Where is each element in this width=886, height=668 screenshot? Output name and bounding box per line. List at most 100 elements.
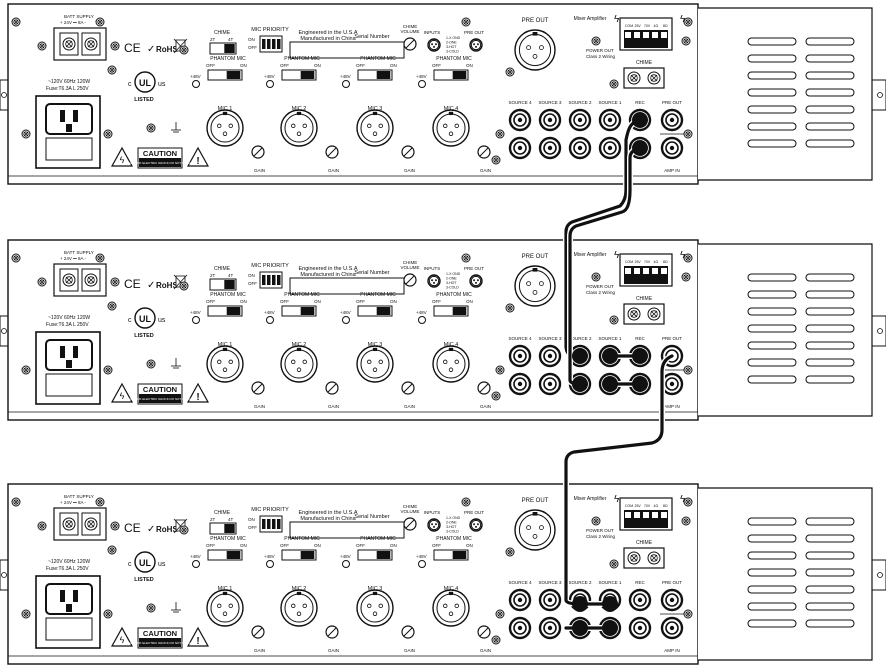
- phantom-switch: [281, 549, 317, 561]
- vent-slot: [805, 517, 855, 526]
- dip-switch: [262, 275, 266, 285]
- phantom-on-label: ON: [240, 299, 247, 304]
- terminal-label: COM: [625, 260, 633, 264]
- phantom-led-icon: [342, 80, 350, 88]
- phantom-on-label: ON: [466, 299, 473, 304]
- ul-us-label: us: [158, 317, 166, 324]
- vent-slot: [747, 88, 797, 97]
- pre-out-rca-label: PRE OUT: [662, 100, 682, 105]
- screw-icon: [62, 517, 76, 531]
- dip-switch: [262, 519, 266, 529]
- phantom-led-icon: [192, 80, 200, 88]
- phantom-on-label: ON: [314, 543, 321, 548]
- inputs-pin-label: 3-HOT: [446, 281, 457, 285]
- source-rca-jack-icon: [508, 136, 532, 160]
- pre-out-label: PRE OUT: [522, 498, 549, 504]
- gain-knob-icon: [403, 37, 417, 51]
- chime-volume-label-2: VOLUME: [400, 509, 419, 514]
- source-label: SOURCE 4: [508, 580, 532, 585]
- caution-title: CAUTION: [143, 629, 177, 638]
- screw-icon: [21, 129, 31, 139]
- rec-rca-jack-icon: [628, 588, 652, 612]
- screw-icon: [11, 253, 21, 263]
- screw-icon: [84, 273, 98, 287]
- terminal-label: 8Ω: [663, 260, 668, 264]
- caution-text: RISK OF ELECTRIC SHOCK DO NOT OPEN: [130, 641, 191, 645]
- source-label: SOURCE 1: [598, 580, 622, 585]
- phantom-on-label: ON: [390, 299, 397, 304]
- phantom-off-label: OFF: [356, 299, 365, 304]
- exclamation-warning-icon: [186, 146, 210, 167]
- fuse-rating-label: Fuse:T6.3A L 250V: [46, 566, 89, 572]
- mic-label: MIC 2: [292, 342, 307, 348]
- phantom-mic-label: PHANTOM MIC: [360, 292, 396, 298]
- vent-slot: [747, 273, 797, 282]
- screw-icon: [683, 129, 693, 139]
- vent-slot: [805, 375, 855, 384]
- exclamation-warning-icon: [186, 626, 210, 647]
- inputs-label: INPUTS: [424, 266, 441, 271]
- vent-slot: [805, 105, 855, 114]
- rca-plug-icon: [572, 348, 588, 364]
- screw-icon: [84, 517, 98, 531]
- rec-label: REC: [635, 580, 645, 585]
- vent-slot: [805, 568, 855, 577]
- priority-off-label: OFF: [248, 525, 257, 530]
- phantom-on-label: ON: [314, 299, 321, 304]
- rca-plug-icon: [632, 348, 648, 364]
- screw-icon: [505, 67, 515, 77]
- vent-slot: [805, 341, 855, 350]
- mic-xlr-jack-icon: [432, 109, 470, 147]
- chime-4t-label: 4T: [228, 273, 234, 278]
- screw-icon: [647, 307, 661, 321]
- mic-xlr-jack-icon: [206, 345, 244, 383]
- screw-icon: [461, 497, 471, 507]
- screw-icon: [495, 365, 505, 375]
- mic-priority-label: MIC PRIORITY: [251, 507, 289, 513]
- vent-slot: [747, 534, 797, 543]
- terminal-label: 70V: [644, 504, 651, 508]
- vent-slot: [805, 88, 855, 97]
- gain-label: GAIN: [480, 168, 491, 173]
- terminal-label: 4Ω: [654, 260, 659, 264]
- vent-slot: [805, 290, 855, 299]
- chime-label: CHIME: [214, 510, 231, 516]
- chime-switch: [209, 278, 237, 291]
- hazard-icon: ϟ: [614, 494, 620, 505]
- power-rating-label: ~120V 60Hz 120W: [48, 559, 90, 565]
- vent-slot: [747, 139, 797, 148]
- priority-on-label: ON: [248, 37, 255, 42]
- phantom-mic-label: PHANTOM MIC: [436, 56, 472, 62]
- phantom-led-icon: [342, 560, 350, 568]
- terminal-label: 25V: [635, 260, 642, 264]
- ul-us-label: us: [158, 561, 166, 568]
- source-label: SOURCE 2: [568, 580, 592, 585]
- inputs-pin-label: 3-COLD: [446, 286, 459, 290]
- pre-out-xlr-jack-icon: [514, 509, 556, 551]
- dip-switch: [277, 275, 281, 285]
- screw-icon: [609, 559, 619, 569]
- mic-priority-label: MIC PRIORITY: [251, 263, 289, 269]
- dip-switch: [267, 519, 271, 529]
- vent-slot: [805, 307, 855, 316]
- mixer-amplifier-label: Mixer Amplifier: [574, 16, 607, 22]
- pre-out-small-label: PRE OUT: [464, 266, 484, 271]
- phantom-led-icon: [418, 80, 426, 88]
- chime-terminal-label: CHIME: [636, 540, 653, 546]
- phantom-on-label: ON: [314, 63, 321, 68]
- gain-knob-icon: [401, 625, 415, 639]
- vent-slot: [747, 37, 797, 46]
- mic-xlr-jack-icon: [280, 345, 318, 383]
- engineered-label: Engineered in the U.S.A: [298, 266, 357, 272]
- manufactured-label: Manufactured in China: [300, 516, 356, 522]
- mic-xlr-jack-icon: [356, 109, 394, 147]
- serial-number-label: Serial Number: [354, 270, 389, 276]
- vent-slot: [805, 534, 855, 543]
- ul-logo: [134, 71, 156, 93]
- hazard-icon: ϟ: [614, 250, 620, 261]
- terminal-label: 70V: [644, 24, 651, 28]
- phantom-led-icon: [342, 316, 350, 324]
- screw-icon: [683, 253, 693, 263]
- mic-xlr-jack-icon: [356, 589, 394, 627]
- source-label: SOURCE 2: [568, 100, 592, 105]
